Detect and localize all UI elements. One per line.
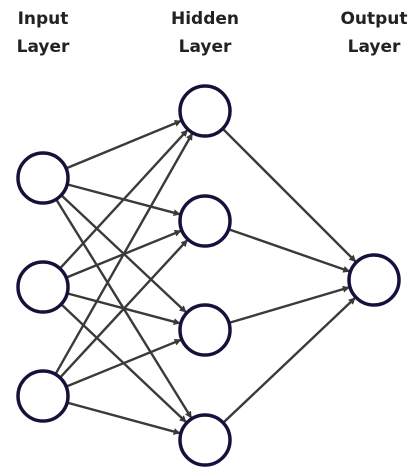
connection-hidden-3-to-output-1 [228,285,350,325]
connection-hidden-2-to-output-1 [228,228,351,273]
input-layer-label-line1: Input [18,9,69,29]
connection-input-2-to-hidden-1 [59,129,189,270]
hidden-neuron-3 [178,303,232,357]
connections [54,119,357,435]
connection-input-3-to-hidden-2 [59,239,189,379]
connection-input-3-to-hidden-3 [65,338,182,388]
input-layer-label-line2: Layer [17,37,70,57]
hidden-neuron-1 [178,84,232,138]
connection-input-1-to-hidden-1 [65,119,182,170]
connection-input-3-to-hidden-4 [66,401,181,435]
connection-input-3-to-hidden-1 [54,132,194,375]
connection-hidden-4-to-output-1 [222,297,356,424]
output-layer-label-line1: Output [340,9,407,29]
neurons [16,84,401,467]
hidden-neuron-2 [178,194,232,248]
hidden-neuron-4 [178,413,232,467]
connection-hidden-1-to-output-1 [221,127,357,263]
output-layer-label-line2: Layer [348,37,401,57]
hidden-layer-label-line1: Hidden [171,9,239,29]
input-neuron-3 [16,369,70,423]
output-neuron-1 [347,253,401,307]
hidden-layer-label-line2: Layer [179,37,232,57]
input-neuron-1 [16,151,70,205]
input-neuron-2 [16,260,70,314]
